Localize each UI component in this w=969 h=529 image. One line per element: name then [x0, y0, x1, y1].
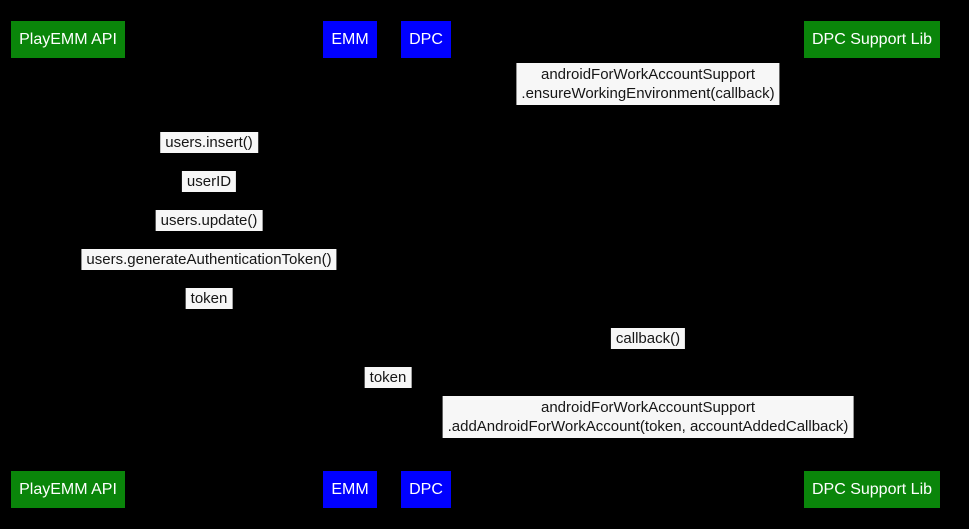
lifeline-emm — [350, 58, 351, 471]
message-users-generate-authentication-token: users.generateAuthenticationToken() — [81, 249, 337, 270]
message-ensure-working-environment: androidForWorkAccountSupport .ensureWork… — [516, 63, 780, 105]
message-users-insert: users.insert() — [160, 132, 258, 153]
message-userid: userID — [181, 171, 237, 192]
participant-emm-bottom: EMM — [323, 471, 377, 508]
message-line: androidForWorkAccountSupport — [541, 399, 755, 416]
message-token-forward: token — [364, 367, 412, 388]
participant-dpc-top: DPC — [401, 21, 451, 58]
message-add-android-for-work-account: androidForWorkAccountSupport .addAndroid… — [442, 396, 854, 438]
lifeline-playemm-api — [67, 58, 68, 471]
participant-dpc-bottom: DPC — [401, 471, 451, 508]
message-token-return: token — [185, 288, 233, 309]
message-line: androidForWorkAccountSupport — [540, 66, 755, 83]
participant-dpc-support-lib-top: DPC Support Lib — [804, 21, 940, 58]
lifeline-dpc-support-lib — [871, 58, 872, 471]
message-callback: callback() — [610, 328, 686, 349]
participant-playemm-api-bottom: PlayEMM API — [11, 471, 125, 508]
message-line: .ensureWorkingEnvironment(callback) — [521, 85, 775, 102]
participant-dpc-support-lib-bottom: DPC Support Lib — [804, 471, 940, 508]
participant-playemm-api-top: PlayEMM API — [11, 21, 125, 58]
lifeline-dpc — [425, 58, 426, 471]
message-line: .addAndroidForWorkAccount(token, account… — [447, 418, 849, 435]
message-users-update: users.update() — [155, 210, 263, 231]
participant-emm-top: EMM — [323, 21, 377, 58]
